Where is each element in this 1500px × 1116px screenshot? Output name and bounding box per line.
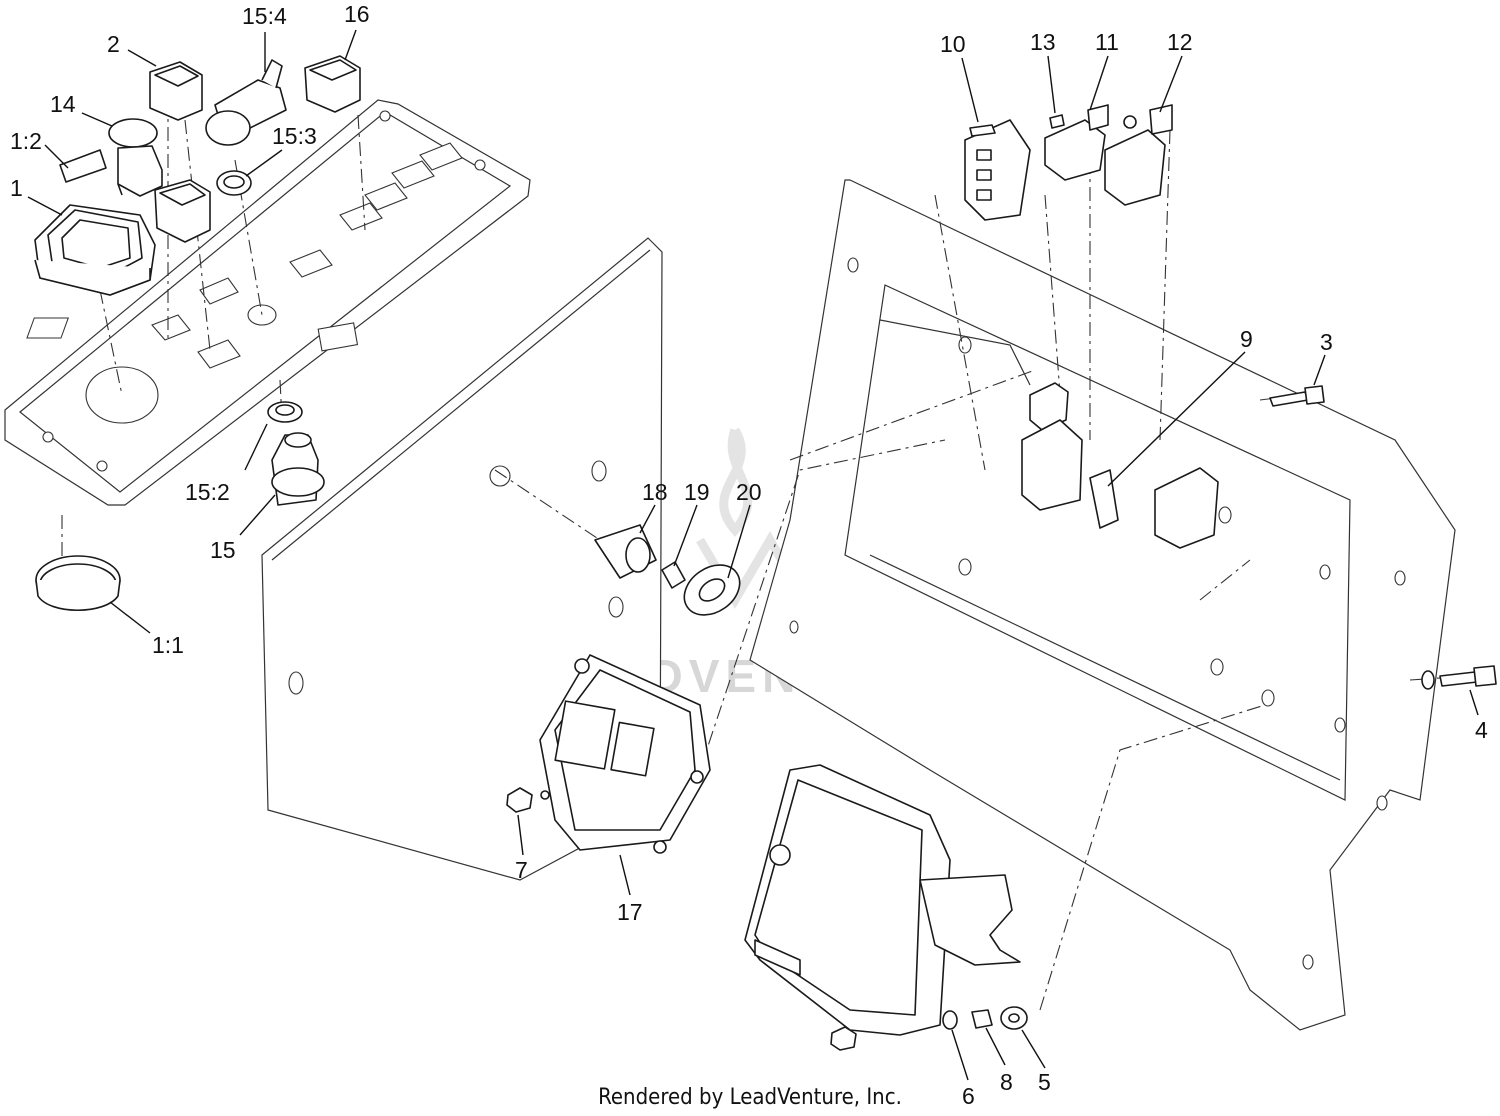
callout-10: 10 [940, 31, 966, 57]
ignition-switch [271, 432, 325, 506]
callout-1-2: 1:2 [10, 128, 42, 154]
rocker-switch [154, 179, 211, 243]
callout-18: 18 [642, 479, 668, 505]
callouts: 1 1:2 14 2 15:4 16 15:3 15:2 15 1:1 18 1… [10, 1, 1488, 1109]
label-strip [59, 149, 107, 183]
rocker-switch-2 [149, 61, 203, 121]
relay-11 [1044, 104, 1109, 181]
callout-11: 11 [1095, 29, 1119, 55]
switch-nut [216, 170, 252, 196]
callout-19: 19 [684, 479, 710, 505]
control-panel [4, 99, 531, 506]
screw-13 [1049, 114, 1065, 129]
display-gauge [34, 204, 156, 296]
bolt-4 [1421, 665, 1497, 690]
mushroom-button [108, 118, 163, 197]
spacer-8 [971, 1009, 993, 1029]
ignition-washer [267, 401, 303, 423]
leader-lines [27, 29, 1479, 1081]
callout-14: 14 [50, 91, 76, 117]
callout-13: 13 [1030, 29, 1056, 55]
washer-6 [942, 1010, 958, 1030]
bolt-ecu [830, 1026, 857, 1051]
callout-4: 4 [1475, 717, 1488, 743]
relay-12 [1104, 104, 1173, 206]
callout-2: 2 [107, 31, 120, 57]
callout-15: 15 [210, 537, 236, 563]
screw-10 [969, 124, 996, 137]
bolt-3 [1269, 385, 1325, 407]
fuse-block [964, 119, 1031, 221]
washer-5 [1000, 1006, 1028, 1030]
grommet [661, 561, 686, 589]
bolt-7 [506, 787, 550, 813]
callout-20: 20 [736, 479, 762, 505]
callout-15-4: 15:4 [242, 3, 287, 29]
main-frame [749, 179, 1456, 1031]
render-credit: Rendered by LeadVenture, Inc. [598, 1085, 902, 1110]
fuse-clip [1089, 469, 1119, 529]
connector-plug [594, 524, 657, 579]
callout-7: 7 [515, 857, 528, 883]
key-switch [205, 59, 287, 146]
callout-9: 9 [1240, 326, 1253, 352]
callout-6: 6 [962, 1083, 975, 1109]
callout-5: 5 [1038, 1069, 1051, 1095]
callout-15-2: 15:2 [185, 479, 230, 505]
callout-17: 17 [617, 899, 643, 925]
controller-module [539, 654, 711, 854]
callout-1: 1 [10, 175, 23, 201]
callout-3: 3 [1320, 329, 1333, 355]
seal-plate [683, 564, 741, 616]
callout-15-3: 15:3 [272, 123, 317, 149]
callout-8: 8 [1000, 1069, 1013, 1095]
callout-1-1: 1:1 [152, 632, 184, 658]
callout-12: 12 [1167, 29, 1193, 55]
rocker-switch-16 [304, 55, 361, 113]
callout-16: 16 [344, 1, 370, 27]
retaining-ring [35, 555, 121, 611]
mounted-relays [1021, 382, 1219, 549]
engine-control-unit [744, 764, 1021, 1036]
